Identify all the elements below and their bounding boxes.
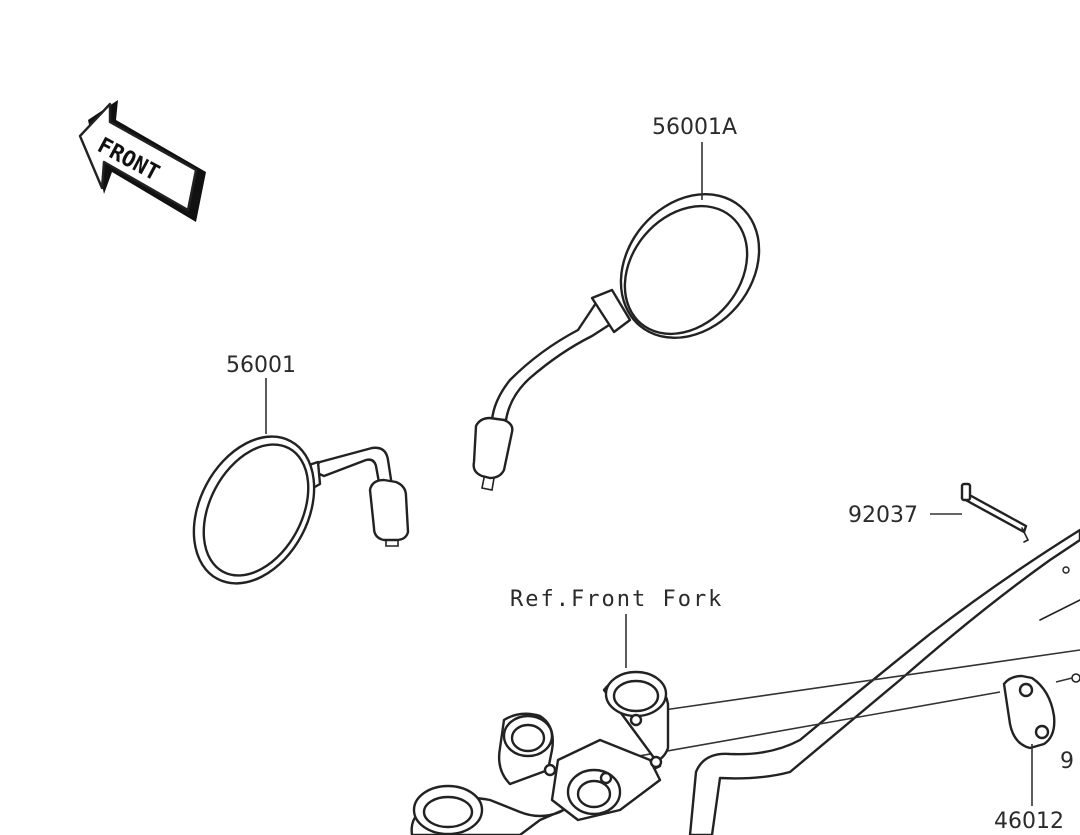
handlebar — [688, 528, 1080, 835]
mirror-left: 56001 — [192, 353, 410, 585]
holder-46012: 46012 9 — [994, 673, 1080, 834]
callout-46012: 46012 — [994, 809, 1064, 834]
front-arrow-icon: FRONT — [78, 100, 206, 222]
callout-56001: 56001 — [226, 353, 296, 378]
callout-56001A: 56001A — [652, 115, 737, 140]
callout-front-fork: Ref.Front Fork — [510, 587, 723, 612]
fork-bracket: Ref.Front Fork — [410, 587, 723, 835]
callout-92037: 92037 — [848, 503, 918, 528]
callout-partial: 9 — [1060, 749, 1074, 774]
bolt-92037: 92037 — [848, 482, 1030, 543]
mirror-right: 56001A — [472, 115, 761, 491]
